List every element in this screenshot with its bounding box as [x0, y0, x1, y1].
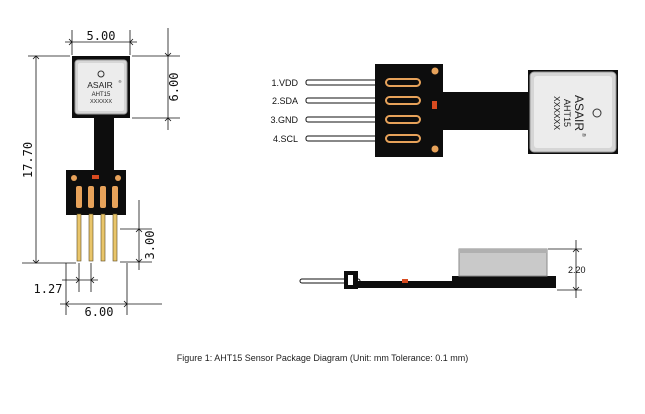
dim-pin-length: [120, 200, 152, 270]
dim-pin-pitch-label: 1.27: [34, 282, 63, 296]
front-pin-pads: [76, 186, 118, 208]
figure-caption: Figure 1: AHT15 Sensor Package Diagram (…: [176, 353, 469, 363]
dim-top-width-label: 5.00: [87, 29, 116, 43]
dim-pin-pitch: [62, 263, 98, 292]
front-chip-brand: ASAIR: [87, 80, 113, 90]
side-capacitor: [402, 279, 408, 283]
side-view: 2.20: [299, 240, 586, 298]
top-chip-face: [534, 76, 612, 148]
top-pin: [305, 79, 383, 86]
front-pad: [112, 186, 118, 208]
top-pad: [385, 96, 421, 105]
front-chip-code: XXXXXX: [90, 99, 112, 105]
dim-head-height: [132, 28, 180, 130]
side-chip-body: [458, 248, 548, 277]
front-via-left: [71, 175, 77, 181]
top-pin: [305, 116, 383, 123]
top-pins: [305, 79, 383, 142]
front-chip-dot-icon: [97, 70, 105, 78]
side-connector-slot: [348, 275, 353, 285]
pin-label-gnd: 3.GND: [270, 115, 298, 125]
dim-head-height-label: 6.00: [167, 73, 181, 102]
dim-pin-span-label: 6.00: [85, 305, 114, 319]
top-pads: [385, 78, 421, 143]
side-pcb: [358, 281, 556, 288]
top-pin: [305, 97, 383, 104]
top-chip-dot-icon: [592, 108, 602, 118]
top-chip-brand: ASAIR: [572, 95, 586, 131]
front-chip-face: [78, 63, 124, 111]
top-capacitor: [432, 101, 437, 109]
dim-pin-length-label: 3.00: [143, 231, 157, 260]
front-pin: [88, 213, 94, 262]
front-view: ASAIR ® AHT15 XXXXXX 5.00: [21, 28, 181, 319]
front-pad: [100, 186, 106, 208]
front-pin: [76, 213, 82, 262]
side-chip-top: [459, 249, 547, 253]
dim-top-width: [65, 30, 137, 55]
dim-total-height-label: 17.70: [21, 142, 35, 178]
top-chip-registered: ®: [580, 133, 587, 137]
front-via-right: [115, 175, 121, 181]
top-chip-code: XXXXXX: [552, 96, 562, 130]
front-capacitor: [92, 175, 99, 179]
top-pad: [385, 115, 421, 124]
front-chip-registered: ®: [119, 79, 122, 84]
top-via-b: [431, 145, 439, 153]
top-pad: [385, 134, 421, 143]
top-via-a: [431, 67, 439, 75]
pin-label-sda: 2.SDA: [272, 96, 298, 106]
front-pin: [100, 213, 106, 262]
dim-pin-span: [60, 263, 162, 315]
top-pad: [385, 78, 421, 87]
dim-total-height: [22, 55, 76, 264]
dim-side-height: [548, 240, 582, 298]
front-pad: [88, 186, 94, 208]
side-pcb-step: [452, 276, 556, 282]
top-pin: [305, 135, 383, 142]
pin-label-scl: 4.SCL: [273, 134, 298, 144]
front-pin: [112, 213, 118, 262]
front-pad: [76, 186, 82, 208]
top-chip-model: AHT15: [562, 99, 572, 127]
pin-label-vdd: 1.VDD: [271, 78, 298, 88]
front-chip-model: AHT15: [92, 92, 111, 98]
top-view: 1.VDD 2.SDA 3.GND 4.SCL ASAIR ® AHT15 XX…: [270, 64, 618, 157]
dim-side-height-label: 2.20: [568, 265, 586, 275]
front-pins: [76, 213, 118, 262]
